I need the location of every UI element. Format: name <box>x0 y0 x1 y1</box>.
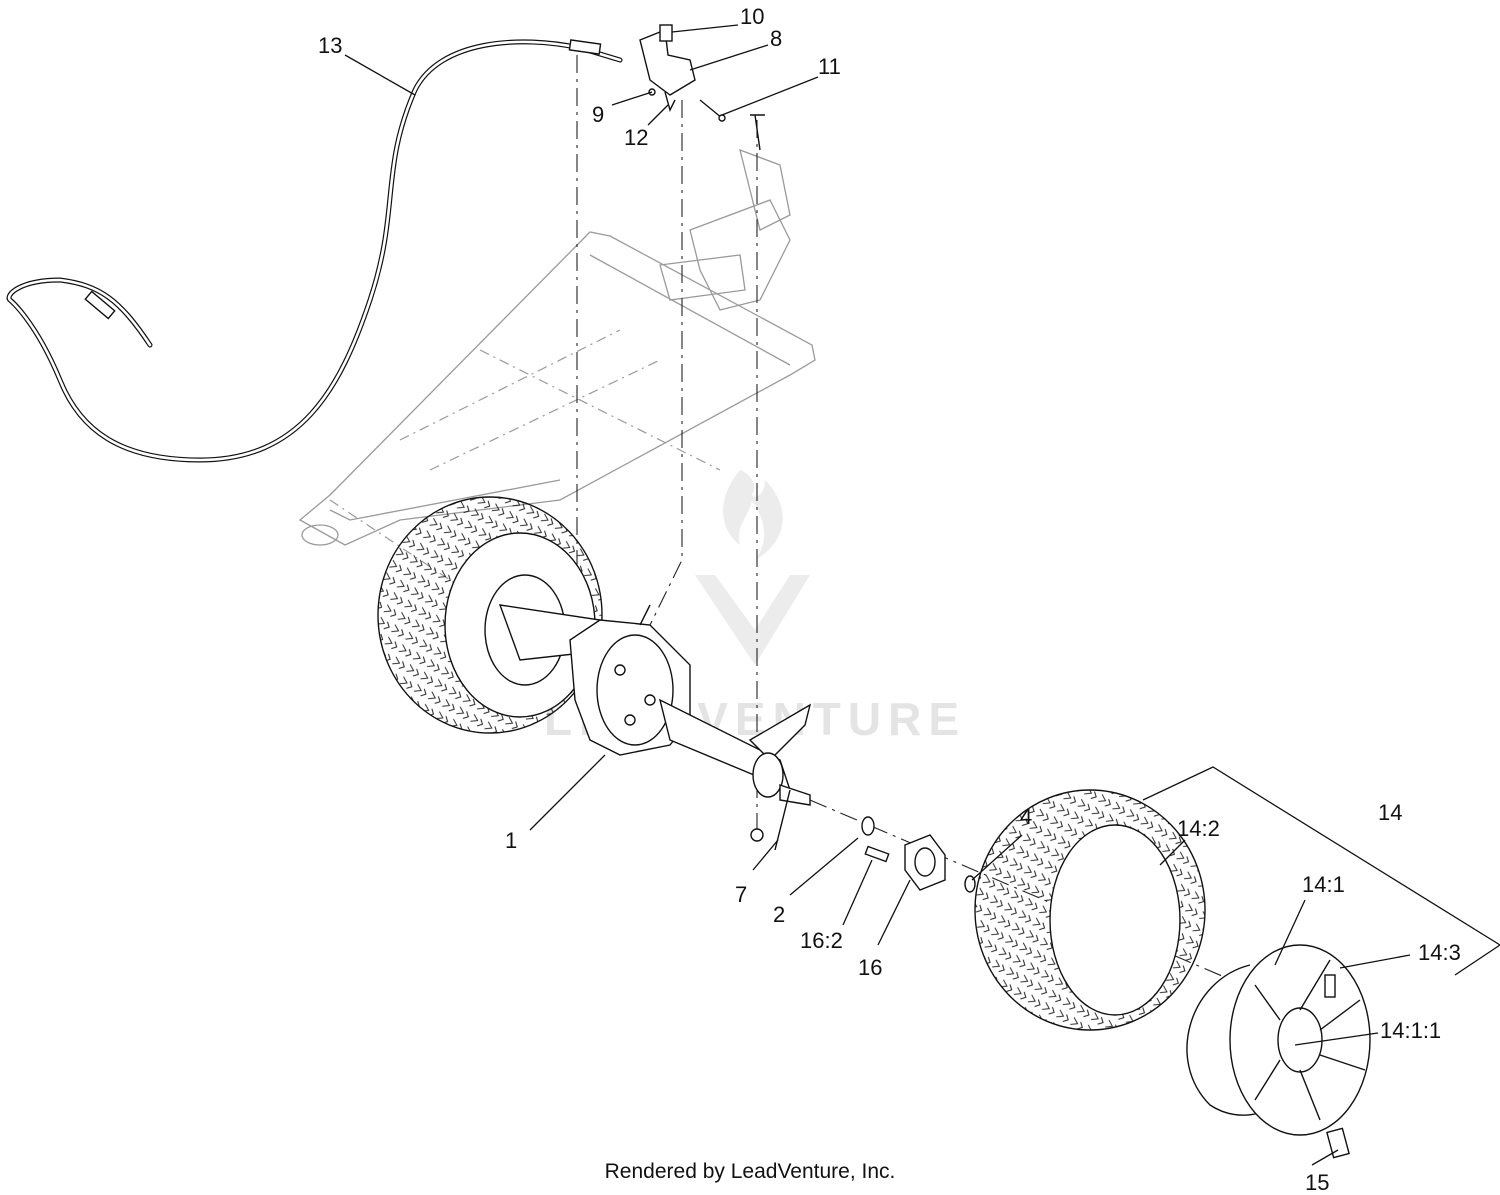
axle-centerline <box>809 799 1291 1006</box>
axle-hardware <box>750 789 976 893</box>
leader-lines <box>344 24 1500 1166</box>
callout-1: 1 <box>505 828 517 853</box>
flame-logo-icon <box>723 470 783 560</box>
callout-10: 10 <box>740 4 764 29</box>
callout-14-1: 14:1 <box>1302 872 1345 897</box>
callout-13: 13 <box>318 33 342 58</box>
control-cable <box>6 39 623 463</box>
vehicle-frame <box>298 148 816 601</box>
left-tire <box>377 496 611 734</box>
callout-4: 4 <box>1020 804 1032 829</box>
callout-16-2: 16:2 <box>800 928 843 953</box>
callout-14-1-1: 14:1:1 <box>1380 1018 1441 1043</box>
v-logo-icon <box>695 575 810 665</box>
transaxle <box>569 604 812 806</box>
callout-labels: 13 10 8 11 9 12 1 7 2 16:2 16 4 14:2 14 … <box>318 4 1461 1195</box>
callout-9: 9 <box>592 102 604 127</box>
callout-8: 8 <box>770 26 782 51</box>
right-tire <box>974 789 1206 1031</box>
callout-14-2: 14:2 <box>1177 816 1220 841</box>
callout-16: 16 <box>858 955 882 980</box>
callout-15: 15 <box>1305 1170 1329 1195</box>
render-credit: Rendered by LeadVenture, Inc. <box>604 1160 896 1183</box>
wheel-rim <box>1186 944 1371 1159</box>
callout-11: 11 <box>818 54 841 79</box>
callout-14-3: 14:3 <box>1418 940 1461 965</box>
control-bracket-assembly <box>639 24 765 151</box>
callout-12: 12 <box>624 125 648 150</box>
callout-2: 2 <box>773 902 785 927</box>
callout-7: 7 <box>735 882 747 907</box>
callout-14: 14 <box>1378 800 1402 825</box>
